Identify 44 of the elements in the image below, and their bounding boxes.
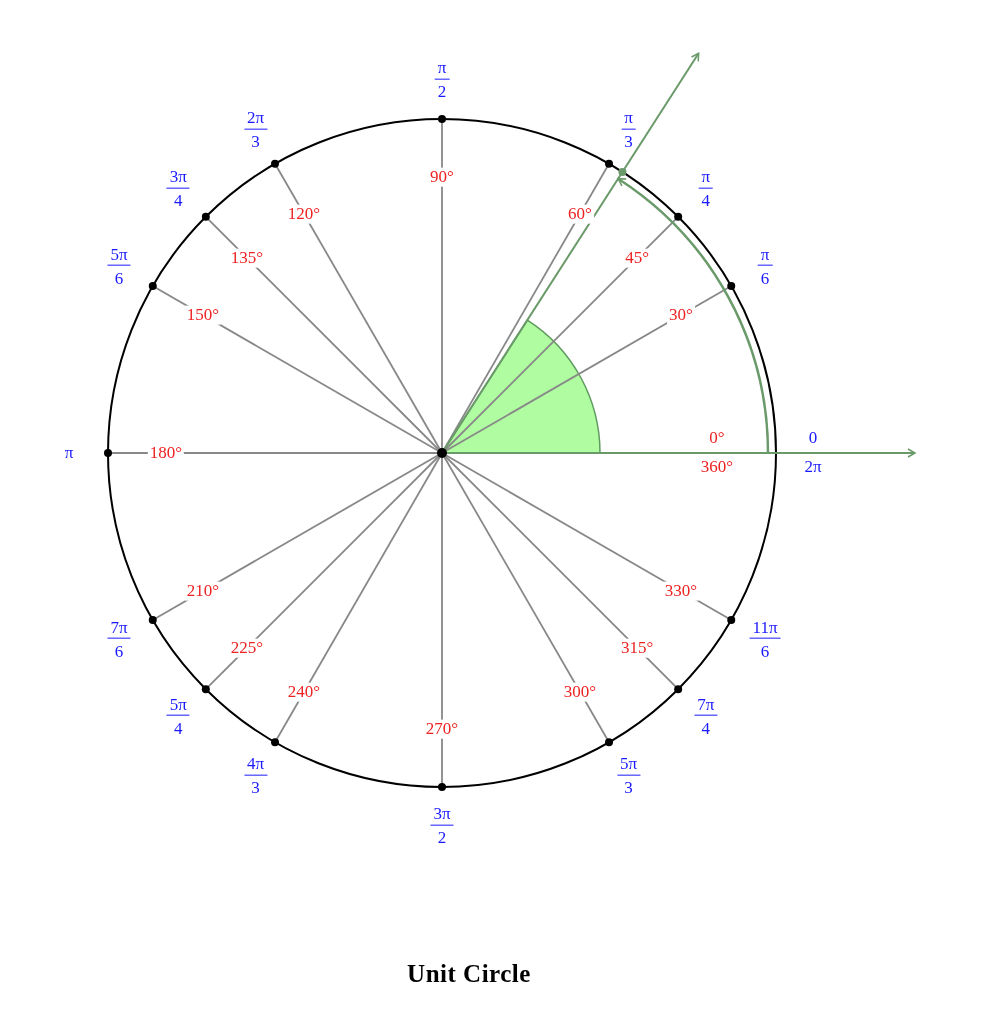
fraction-denominator: 4 [700, 719, 711, 739]
fraction-denominator: 6 [113, 269, 125, 288]
fraction-denominator: 6 [759, 269, 771, 288]
degree-label: 240° [285, 682, 323, 702]
degree-label: 45° [623, 248, 652, 268]
degree-label: 300° [561, 682, 599, 702]
fraction-numerator: 5π [616, 754, 641, 776]
degree-label: 90° [428, 167, 456, 187]
degree-label: 210° [184, 581, 222, 601]
radian-label: 0 [807, 428, 819, 448]
degree-label: 270° [423, 719, 461, 739]
fraction-numerator: π [621, 108, 636, 130]
fraction-numerator: 4π [243, 754, 268, 776]
fraction-numerator: 3π [166, 167, 190, 189]
fraction-numerator: 7π [107, 618, 131, 639]
degree-label: 30° [667, 305, 695, 325]
fraction-numerator: π [434, 58, 450, 80]
fraction-numerator: 2π [243, 108, 268, 130]
radian-label: π [63, 443, 75, 463]
fraction-denominator: 3 [250, 778, 261, 798]
fraction-numerator: 11π [749, 618, 781, 639]
fraction-numerator: π [698, 167, 714, 189]
degree-label: 330° [662, 581, 700, 601]
degree-label: 315° [619, 638, 656, 658]
fraction-numerator: 5π [107, 245, 131, 266]
fraction-denominator: 3 [623, 778, 634, 798]
degree-label: 225° [228, 638, 265, 658]
fraction-numerator: 3π [430, 804, 454, 826]
fraction-denominator: 6 [113, 642, 125, 661]
degree-label: 60° [566, 204, 594, 224]
fraction-numerator: π [757, 245, 773, 266]
caption-title: Unit Circle [407, 960, 531, 987]
fraction-denominator: 2 [436, 82, 448, 102]
fraction-denominator: 6 [759, 642, 771, 661]
degree-label: 150° [184, 305, 222, 325]
radian-label: 2π [803, 457, 823, 477]
fraction-denominator: 4 [700, 191, 711, 211]
fraction-numerator: 5π [166, 695, 190, 717]
fraction-denominator: 3 [623, 132, 634, 152]
fraction-denominator: 4 [173, 191, 184, 211]
fraction-numerator: 7π [694, 695, 718, 717]
fraction-denominator: 2 [436, 828, 448, 848]
fraction-denominator: 3 [250, 132, 261, 152]
fraction-denominator: 4 [173, 719, 184, 739]
